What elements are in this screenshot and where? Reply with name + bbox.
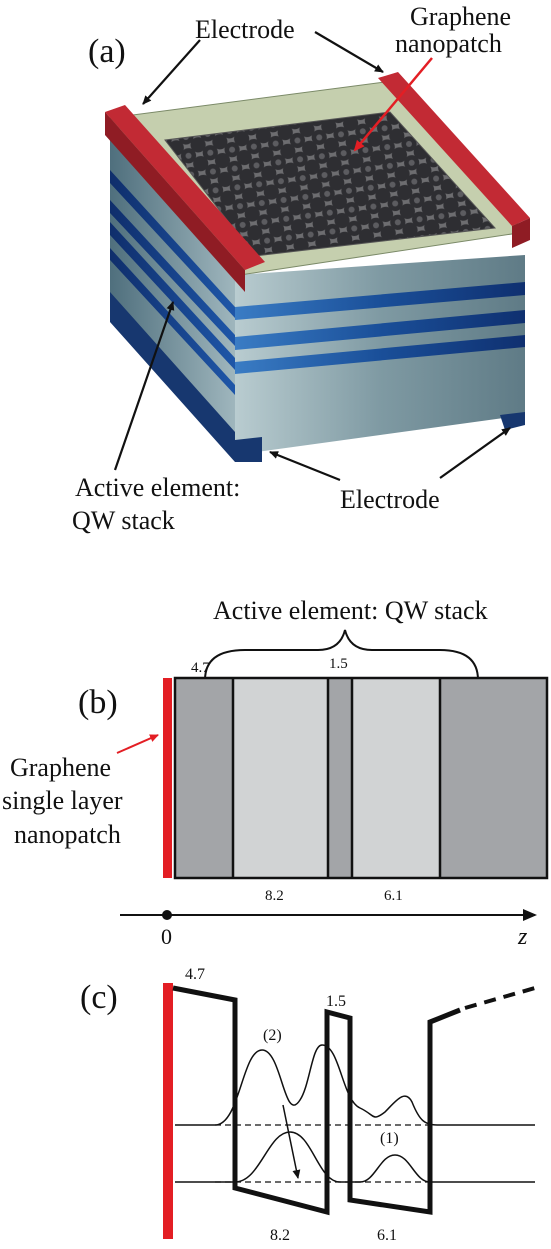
arrow-electrode-right [314,31,384,73]
layer-bottom-label-1: 8.2 [265,888,284,904]
z-axis-origin-label: 0 [161,924,172,949]
graphene-layer-c [163,983,173,1239]
panel-a-device-3d: (a) Electrode Graphene nanopatch Active … [0,0,551,560]
arrow-graphene [353,57,433,152]
brace [204,629,479,681]
layer-structure-diagram: Active element: QW stack (b) 4.7 1.5 8.2… [2,596,549,950]
band-bottom-label-2: 6.1 [377,1227,397,1244]
z-axis-label: z [517,924,528,950]
arrow-electrode-bottom-left [269,450,341,482]
band-profile-continuation [464,986,536,1010]
graphene-b-label-line1: Graphene [10,753,111,782]
graphene-layer [163,678,172,878]
layer-bottom-label-2: 6.1 [384,888,403,904]
panel-c-tag: (c) [80,979,118,1016]
band-top-label-2: 1.5 [326,993,346,1010]
top-electrode-left [105,105,265,292]
panel-a-tag: (a) [88,33,126,70]
graphene-label-line1: Graphene [410,2,511,31]
layer-barrier-3 [440,678,547,878]
wavefunction-1 [175,1131,535,1183]
arrow-electrode-left [142,39,201,105]
layer-stack-outline [173,676,549,880]
layer-well-2 [352,678,440,878]
transition-arrow [282,1104,301,1179]
graphene-label-line2: nanopatch [395,29,502,58]
band-bottom-label-1: 8.2 [270,1227,290,1244]
band-profile [172,985,461,1216]
state-1-label: (1) [380,1130,399,1147]
brace-label: Active element: QW stack [213,596,488,625]
arrow-active-element [113,301,175,471]
electrode-top-label: Electrode [195,15,295,44]
panel-b-layer-structure: Active element: QW stack (b) 4.7 1.5 8.2… [0,560,551,950]
layer-barrier-1 [175,678,233,878]
panel-c-band-diagram: (c) 4.7 1.5 8.2 6.1 (2) (1) [0,950,551,1249]
electrode-bottom-label: Electrode [340,485,440,514]
band-top-label-1: 4.7 [185,966,205,983]
block-right-face [235,255,525,462]
device-illustration: (a) Electrode Graphene nanopatch Active … [72,2,530,535]
graphene-b-label-line3: nanopatch [14,820,121,849]
state-2-label: (2) [263,1027,282,1044]
arrow-graphene-b [116,734,159,754]
top-electrode-right [378,72,530,248]
wavefunction-2 [175,1044,535,1126]
active-element-label-line1: Active element: [75,473,240,502]
band-diagram: (c) 4.7 1.5 8.2 6.1 (2) (1) [80,966,536,1244]
layer-well-1 [233,678,328,878]
layer-top-label-1: 4.7 [191,660,210,676]
layer-barrier-2 [328,678,352,878]
arrow-electrode-bottom-right [439,427,511,479]
graphene-b-label-line2: single layer [2,786,123,815]
z-axis-origin-dot [162,910,172,920]
panel-b-tag: (b) [78,684,118,721]
layer-top-label-2: 1.5 [329,656,348,672]
active-element-label-line2: QW stack [72,506,175,535]
